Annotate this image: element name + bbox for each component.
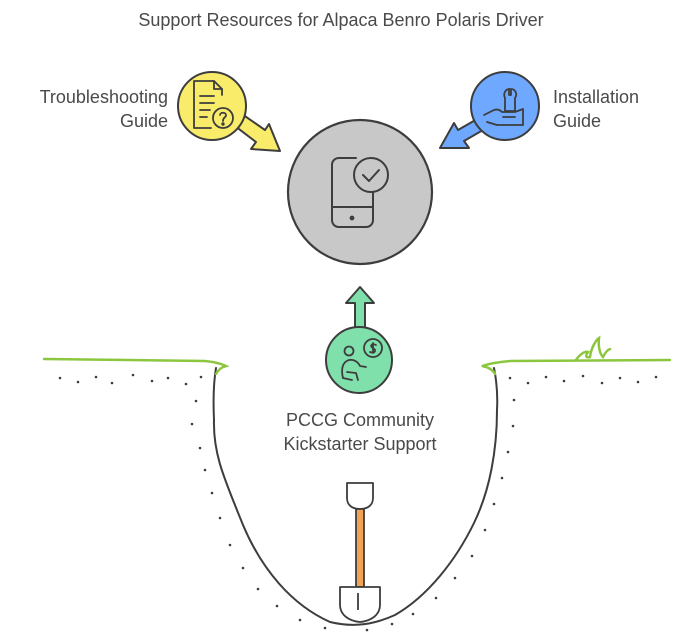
community-label-line2: Kickstarter Support bbox=[283, 434, 437, 454]
troubleshooting-label: Troubleshooting Guide bbox=[10, 85, 168, 133]
community-label: PCCG Community Kickstarter Support bbox=[230, 408, 490, 456]
wrench-hand-icon bbox=[483, 88, 524, 126]
grass-left bbox=[42, 357, 230, 376]
phone-check-icon bbox=[331, 157, 389, 228]
ground-hole bbox=[212, 367, 499, 626]
person-donation-icon bbox=[341, 338, 383, 381]
document-question-icon bbox=[193, 80, 234, 129]
shovel-icon bbox=[339, 482, 381, 623]
soil-dots bbox=[58, 373, 658, 632]
troubleshooting-label-line2: Guide bbox=[119, 111, 168, 131]
installation-label: Installation Guide bbox=[553, 85, 673, 133]
troubleshooting-node bbox=[177, 71, 247, 141]
troubleshooting-label-line1: Troubleshooting bbox=[39, 87, 168, 107]
diagram-title: Support Resources for Alpaca Benro Polar… bbox=[138, 10, 544, 30]
community-label-line1: PCCG Community bbox=[285, 410, 435, 430]
center-node bbox=[286, 118, 434, 266]
installation-label-line1: Installation bbox=[553, 87, 640, 107]
grass-right bbox=[481, 335, 672, 376]
arrow-community-to-center bbox=[345, 286, 375, 331]
community-node bbox=[325, 326, 393, 394]
installation-label-line2: Guide bbox=[553, 111, 602, 131]
installation-node bbox=[470, 71, 540, 141]
